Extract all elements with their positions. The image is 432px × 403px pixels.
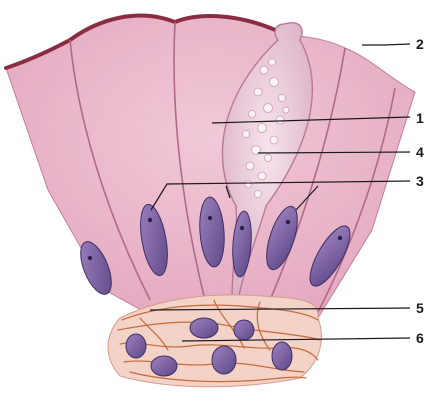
label-3: 3	[416, 173, 424, 189]
label-4: 4	[416, 144, 424, 160]
label-5: 5	[416, 300, 424, 316]
epithelium-body	[6, 16, 415, 318]
label-2: 2	[416, 36, 424, 52]
label-6: 6	[416, 330, 424, 346]
label-1: 1	[416, 110, 424, 126]
